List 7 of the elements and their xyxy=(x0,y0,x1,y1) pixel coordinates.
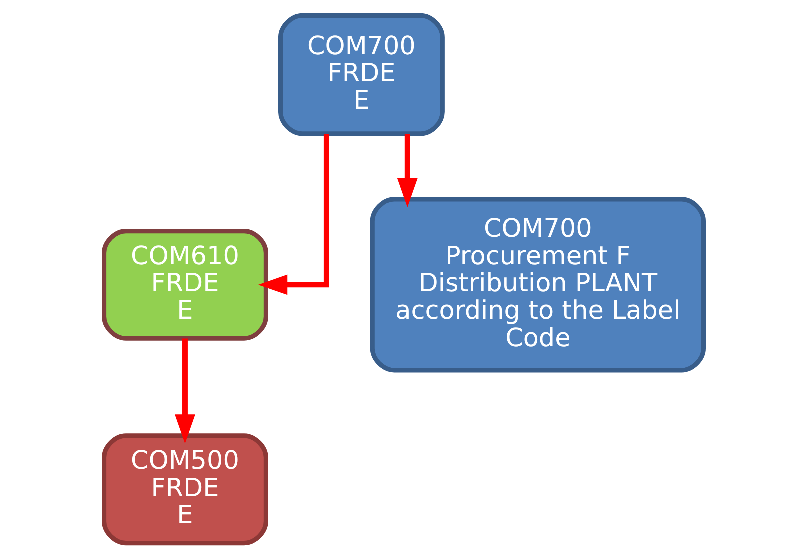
arrow xyxy=(258,134,329,296)
node-box: COM700 Procurement F Distribution PLANT according to the Label Code xyxy=(370,197,706,373)
node-box: COM500 FRDE E xyxy=(102,434,268,546)
node-box: COM610 FRDE E xyxy=(102,229,268,341)
node-box: COM700 FRDE E xyxy=(278,13,444,136)
arrow xyxy=(396,134,418,208)
arrow xyxy=(174,338,195,444)
